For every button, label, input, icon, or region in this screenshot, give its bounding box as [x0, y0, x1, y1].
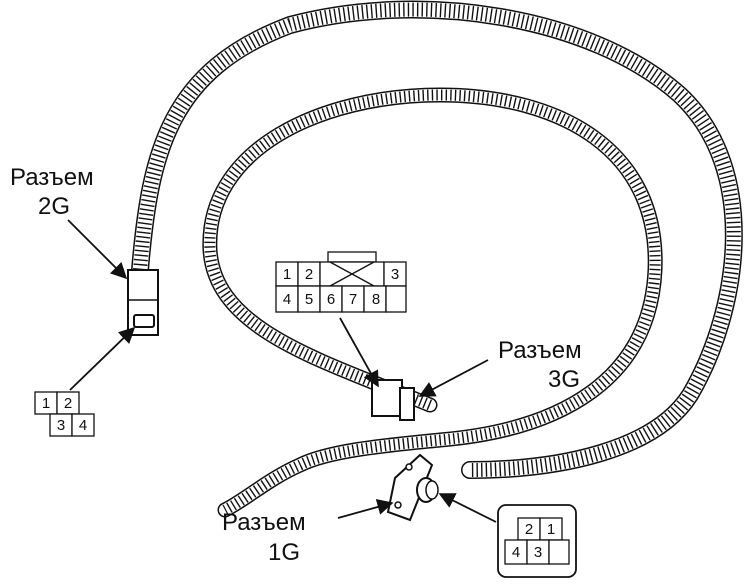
outer-harness — [131, 0, 743, 479]
pin-2g-3: 3 — [57, 417, 65, 434]
label-3g-line2: 3G — [548, 366, 580, 393]
pin-3g-7: 7 — [349, 291, 357, 308]
pin-3g-6: 6 — [327, 291, 335, 308]
leader-arrows — [67, 219, 497, 523]
pin-1g-3: 3 — [534, 544, 542, 561]
pin-3g-8: 8 — [372, 291, 380, 308]
label-1g-line2: 1G — [268, 539, 300, 566]
pin-1g-1: 1 — [547, 521, 555, 538]
pinout-2g: 1 2 3 4 — [34, 391, 95, 437]
pin-2g-4: 4 — [79, 417, 87, 434]
pin-3g-4: 4 — [283, 291, 291, 308]
label-2g-line2: 2G — [38, 193, 70, 220]
pin-1g-4: 4 — [512, 544, 520, 561]
pin-3g-2: 2 — [305, 266, 313, 283]
label-1g-line1: Разъем — [222, 509, 306, 536]
pin-3g-1: 1 — [283, 266, 291, 283]
pin-3g-5: 5 — [305, 291, 313, 308]
pin-2g-2: 2 — [64, 395, 72, 412]
pin-1g-2: 2 — [525, 521, 533, 538]
pin-2g-1: 1 — [42, 395, 50, 412]
pin-3g-3: 3 — [391, 266, 399, 283]
label-3g-line1: Разъем — [498, 337, 582, 364]
label-2g-line1: Разъем — [10, 164, 94, 191]
connector-1g — [386, 453, 439, 522]
pinout-3g: 1 2 3 4 5 6 7 8 — [275, 251, 407, 313]
pinout-1g: 2 1 4 3 — [497, 504, 577, 578]
connector-2g — [127, 269, 159, 336]
inner-harness — [202, 87, 663, 518]
connector-3g — [371, 379, 415, 421]
